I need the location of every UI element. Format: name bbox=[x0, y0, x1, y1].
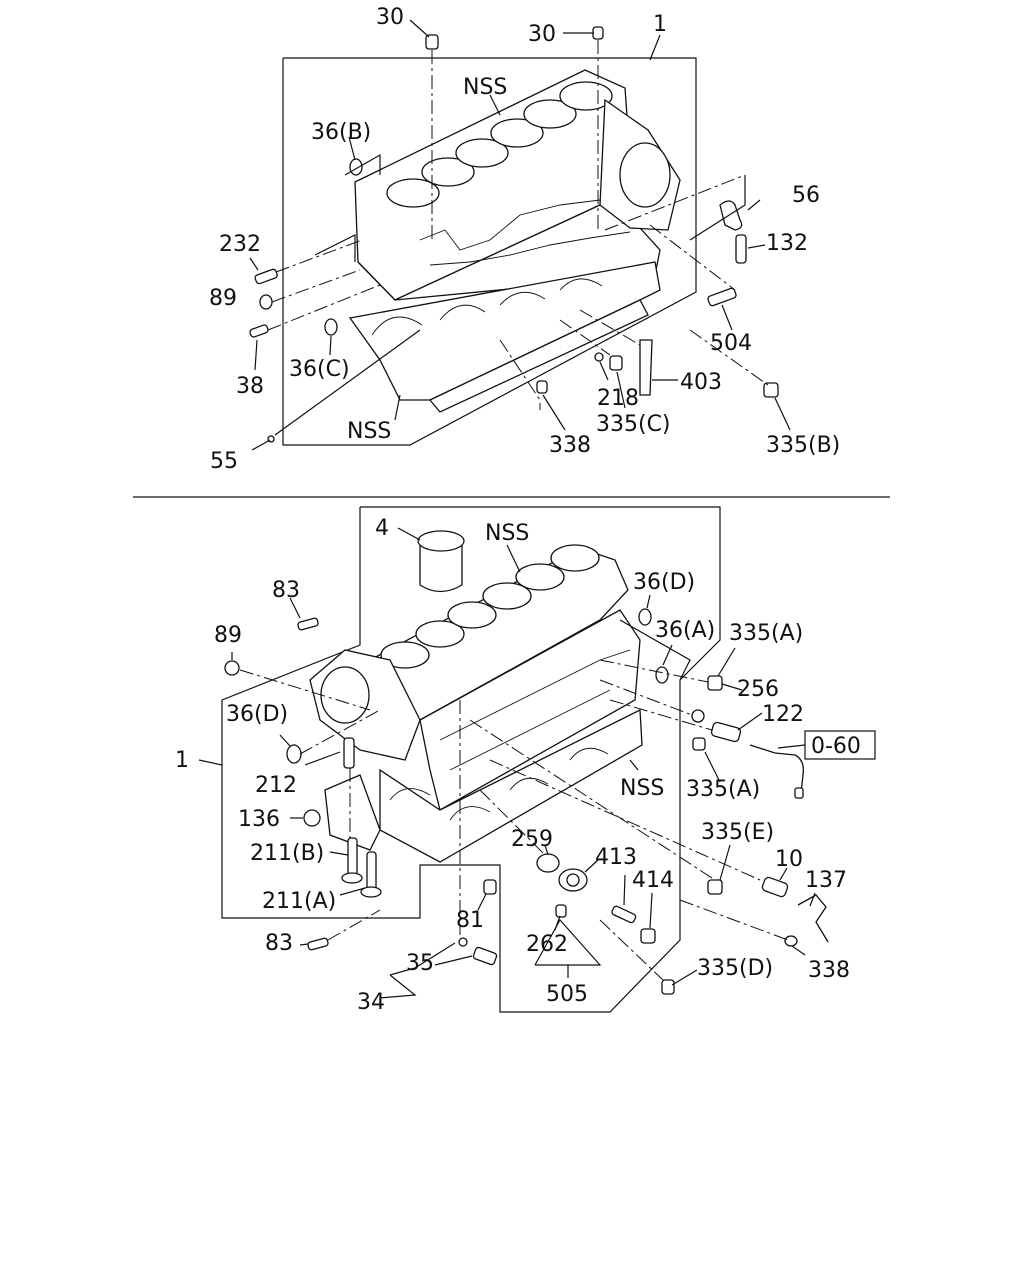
callout-505: 505 bbox=[546, 982, 588, 1007]
callout-414: 414 bbox=[632, 868, 674, 893]
callout-30-left: 30 bbox=[376, 5, 404, 30]
callout-335a-bottom: 335(A) bbox=[686, 777, 760, 802]
callout-1-bottom: 1 bbox=[175, 748, 189, 773]
callout-136: 136 bbox=[238, 807, 280, 832]
bottom-assembly bbox=[198, 506, 876, 1013]
callout-0-60: 0-60 bbox=[811, 734, 861, 759]
top-callouts: 30 30 1 NSS 36(B) 56 132 232 89 504 38 3… bbox=[209, 5, 840, 474]
callout-36a: 36(A) bbox=[655, 618, 715, 643]
callout-232: 232 bbox=[219, 232, 261, 257]
callout-335e: 335(E) bbox=[701, 820, 774, 845]
callout-256: 256 bbox=[737, 677, 779, 702]
callout-335c: 335(C) bbox=[596, 412, 671, 437]
callout-30-right: 30 bbox=[528, 22, 556, 47]
callout-413: 413 bbox=[595, 845, 637, 870]
callout-4: 4 bbox=[375, 516, 389, 541]
callout-262: 262 bbox=[526, 932, 568, 957]
cylinder-block-bottom bbox=[309, 544, 643, 863]
callout-nss-bottom-1: NSS bbox=[485, 521, 529, 546]
callout-89-bottom: 89 bbox=[214, 623, 242, 648]
callout-338-bottom: 338 bbox=[808, 958, 850, 983]
callout-211b: 211(B) bbox=[250, 841, 324, 866]
cylinder-liner bbox=[417, 530, 465, 593]
callout-10: 10 bbox=[775, 847, 803, 872]
callout-83-bottom: 83 bbox=[265, 931, 293, 956]
callout-132: 132 bbox=[766, 231, 808, 256]
callout-1-top: 1 bbox=[653, 12, 667, 37]
callout-212: 212 bbox=[255, 773, 297, 798]
callout-nss-top-2: NSS bbox=[347, 419, 391, 444]
callout-55: 55 bbox=[210, 449, 238, 474]
callout-335a-top: 335(A) bbox=[729, 621, 803, 646]
callout-nss-top-1: NSS bbox=[463, 75, 507, 100]
top-assembly bbox=[249, 19, 791, 451]
callout-36d-right: 36(D) bbox=[633, 570, 695, 595]
callout-403: 403 bbox=[680, 370, 722, 395]
callout-34: 34 bbox=[357, 990, 385, 1015]
callout-56: 56 bbox=[792, 183, 820, 208]
callout-338-top: 338 bbox=[549, 433, 591, 458]
callout-335d: 335(D) bbox=[697, 956, 773, 981]
callout-38: 38 bbox=[236, 374, 264, 399]
cylinder-block-top bbox=[348, 69, 681, 413]
callout-nss-bottom-2: NSS bbox=[620, 776, 664, 801]
callout-89-top: 89 bbox=[209, 286, 237, 311]
callout-218: 218 bbox=[597, 386, 639, 411]
callout-35: 35 bbox=[406, 951, 434, 976]
callout-122: 122 bbox=[762, 702, 804, 727]
callout-137: 137 bbox=[805, 868, 847, 893]
bottom-callouts: 4 NSS 83 36(D) 89 36(A) 335(A) 256 36(D)… bbox=[175, 516, 861, 1015]
callout-36d-left: 36(D) bbox=[226, 702, 288, 727]
callout-36c: 36(C) bbox=[289, 357, 350, 382]
callout-36b: 36(B) bbox=[311, 120, 371, 145]
callout-211a: 211(A) bbox=[262, 889, 336, 914]
callout-83-top: 83 bbox=[272, 578, 300, 603]
callout-504: 504 bbox=[710, 331, 752, 356]
callout-81: 81 bbox=[456, 908, 484, 933]
callout-259: 259 bbox=[511, 827, 553, 852]
callout-335b: 335(B) bbox=[766, 433, 840, 458]
